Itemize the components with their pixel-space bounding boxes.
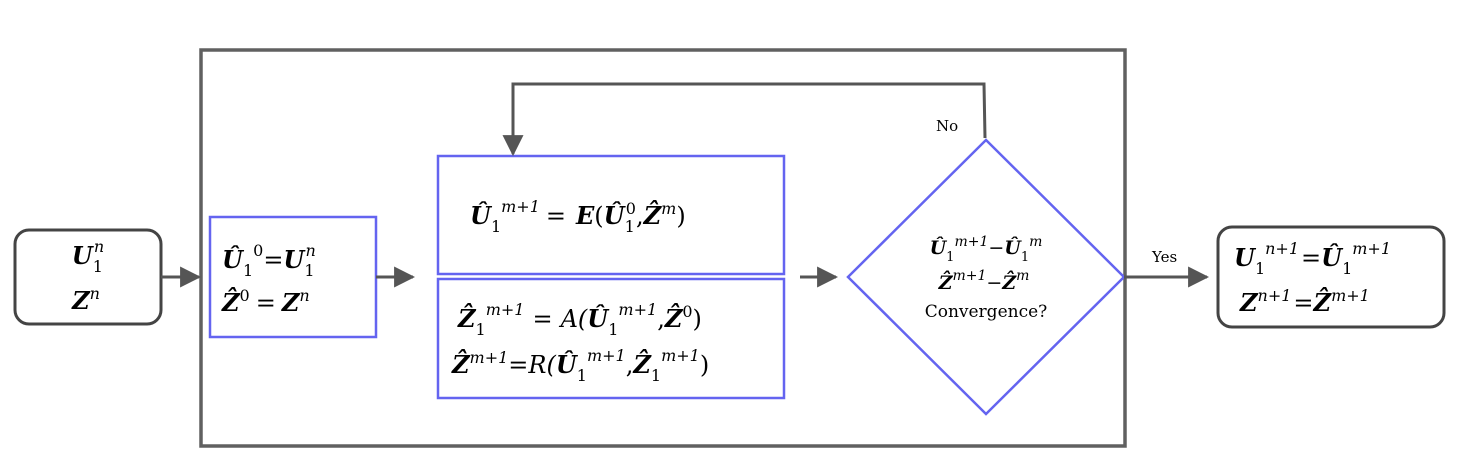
e-box [436,154,786,276]
feedback-no-line [502,82,987,157]
input-u-sup: n [94,237,104,256]
ar-line2: Ẑm+1=R(Û1m+1,Ẑ1m+1) [451,346,709,385]
input-z: Z [71,286,91,315]
input-line2: Zn [71,284,100,315]
input-u: U [72,241,95,270]
output-line1: U1n+1=Û1m+1 [1234,239,1391,278]
outer-frame [199,48,1127,448]
init-line1: Û10=U1n [222,241,316,280]
e-box-equation: Û1m+1=E(Û10,Ẑm) [470,197,686,236]
input-u-sub: 1 [93,257,103,276]
label-no: No [936,117,958,135]
output-line2: Zn+1=Ẑm+1 [1239,286,1370,317]
decision-line3: Convergence? [925,302,1048,322]
ar-line1: Ẑ1m+1=A(Û1m+1,Ẑ0) [457,300,702,339]
ar-box [436,277,786,400]
output-node [1216,225,1446,329]
decision-line2: Ẑm+1−Ẑm [938,268,1030,294]
init-box [208,215,378,339]
input-z-sup: n [90,284,100,303]
init-line2: Ẑ0=Zn [221,286,310,317]
decision-diamond [846,138,1126,416]
label-yes: Yes [1151,248,1177,266]
decision-line1: Û1m+1−Û1m [930,234,1043,265]
input-line1: U1n [72,237,104,276]
